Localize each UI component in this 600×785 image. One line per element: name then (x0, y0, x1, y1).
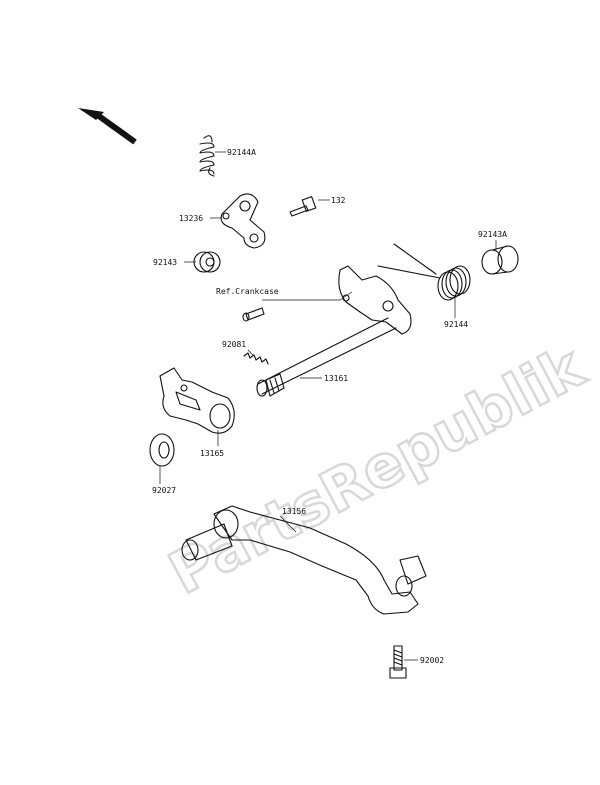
label-92144: 92144 (444, 320, 468, 329)
torsion-spring-92144 (377, 243, 471, 318)
shift-pedal-13156 (181, 505, 427, 615)
washer-92027 (149, 433, 175, 484)
label-92144a: 92144A (227, 148, 256, 157)
label-92002: 92002 (420, 656, 444, 665)
spring-92081 (243, 349, 269, 365)
label-92143a: 92143A (478, 230, 507, 239)
label-13161: 13161 (324, 374, 348, 383)
direction-arrow-icon (78, 108, 137, 145)
label-13165: 13165 (200, 449, 224, 458)
spring-92144a (199, 135, 226, 177)
link-plate-13236 (210, 193, 266, 249)
label-ref-crankcase: Ref.Crankcase (216, 287, 279, 296)
label-92081: 92081 (222, 340, 246, 349)
watermark: PartsRepublik (158, 332, 595, 608)
crankcase-stud (242, 291, 353, 322)
bolt-132 (289, 196, 330, 217)
collar-92143a (481, 240, 519, 275)
label-132: 132 (331, 196, 346, 205)
label-92143: 92143 (153, 258, 177, 267)
collar-92143 (184, 251, 221, 273)
shift-arm-13165 (159, 367, 235, 446)
label-13236: 13236 (179, 214, 203, 223)
bolt-92002 (389, 645, 418, 679)
label-13156: 13156 (282, 507, 306, 516)
label-92027: 92027 (152, 486, 176, 495)
